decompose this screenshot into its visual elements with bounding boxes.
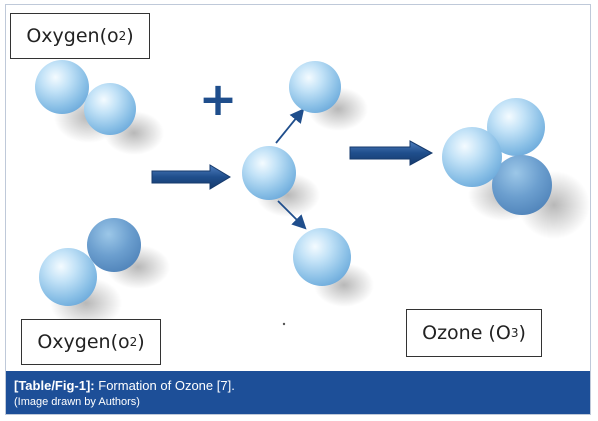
oxygen-molecule-top	[35, 60, 164, 155]
split-arrow-up	[275, 108, 305, 144]
oxygen-label-close: )	[126, 25, 134, 47]
oxygen-label-text: Oxygen(o	[37, 331, 130, 353]
oxygen-atom	[39, 248, 97, 306]
reaction-arrow-left	[151, 164, 231, 190]
single-oxygen-atom-upper	[289, 61, 368, 131]
oxygen-atom	[492, 155, 552, 215]
caption-reference: [Table/Fig-1]:	[14, 378, 95, 393]
oxygen-atom	[84, 83, 136, 135]
plus-sign: +	[199, 72, 238, 126]
figure-caption: [Table/Fig-1]: Formation of Ozone [7]. (…	[6, 371, 590, 414]
caption-title: Formation of Ozone [7].	[94, 378, 235, 393]
caption-note: (Image drawn by Authors)	[14, 396, 140, 408]
caption-title-line: [Table/Fig-1]: Formation of Ozone [7].	[14, 377, 584, 394]
oxygen-label-subscript: 2	[129, 335, 138, 349]
stray-dot	[282, 322, 286, 326]
oxygen-atom	[487, 98, 545, 156]
oxygen-label-subscript: 2	[118, 29, 127, 43]
oxygen-label-text: Oxygen(o	[26, 25, 119, 47]
ozone-formation-diagram: +	[35, 60, 590, 329]
reaction-arrow-right	[349, 140, 434, 166]
central-oxygen-atom	[242, 146, 320, 217]
oxygen-atom	[87, 218, 141, 272]
ozone-label-close: )	[518, 322, 526, 344]
oxygen-atom	[35, 60, 89, 114]
single-oxygen-atom-lower	[293, 228, 374, 307]
figure-frame: +	[5, 4, 591, 415]
oxygen-molecule-bottom	[39, 218, 170, 329]
ozone-label-subscript: 3	[510, 326, 519, 340]
oxygen-atom	[293, 228, 351, 286]
ozone-label-text: Ozone (O	[422, 322, 511, 344]
oxygen-label-close: )	[137, 331, 145, 353]
oxygen-atom	[289, 61, 341, 113]
split-arrow-down	[277, 200, 307, 230]
ozone-molecule	[442, 98, 590, 239]
oxygen-atom	[242, 146, 296, 200]
oxygen-atom	[442, 127, 502, 187]
